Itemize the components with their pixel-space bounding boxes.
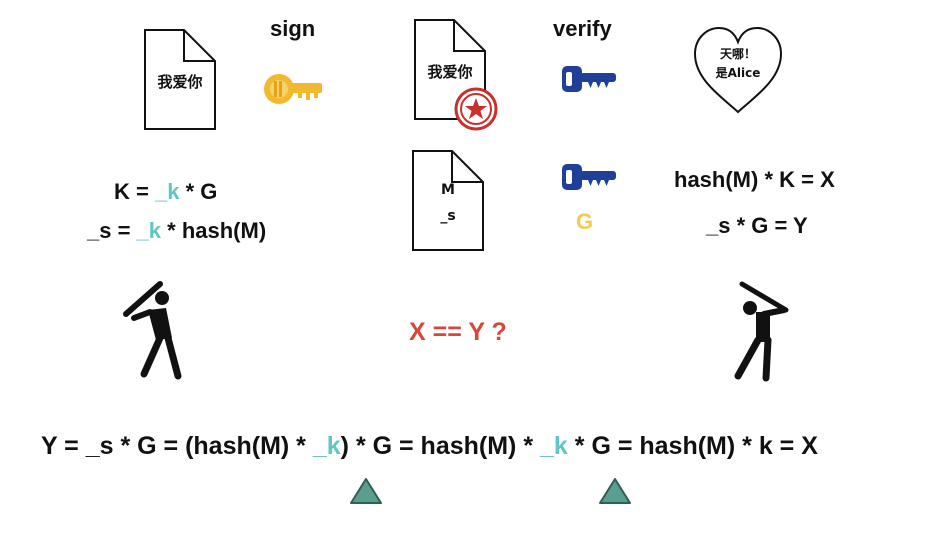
signed-document-icon: 我爱你 [414,19,498,131]
heart-text-line1: 天哪！ [720,47,756,61]
public-key-icon-2 [562,164,616,190]
g-label: G [576,209,594,234]
document-text: 我爱你 [157,73,202,91]
sign-label: sign [270,16,316,41]
private-key-icon [264,74,322,104]
triangle-marker-1 [350,478,382,504]
document-s-text: _s [440,208,455,224]
equation-y: _s * G = Y [706,213,808,238]
comparison-question: X == Y ? [409,318,507,346]
message-signature-document-icon: M _s [412,150,484,251]
equation-s: _s = _k * hash(M) [87,218,267,243]
document-icon: 我爱你 [144,29,216,130]
triangle-marker-2 [599,478,631,504]
batter-figure-left [123,281,182,380]
bottom-equation: Y = _s * G = (hash(M) * _k) * G = hash(M… [41,432,818,460]
signed-document-text: 我爱你 [427,63,472,81]
public-key-icon [562,66,616,92]
batter-figure-right [734,281,789,382]
seal-icon [454,87,498,131]
equation-x: hash(M) * K = X [674,167,835,192]
heart-text-line2: 是Alice [715,66,761,80]
equation-k: K = _k * G [114,179,218,204]
heart-icon: 天哪！ 是Alice [693,26,783,114]
verify-label: verify [553,16,612,41]
document-m-text: M [441,182,455,198]
